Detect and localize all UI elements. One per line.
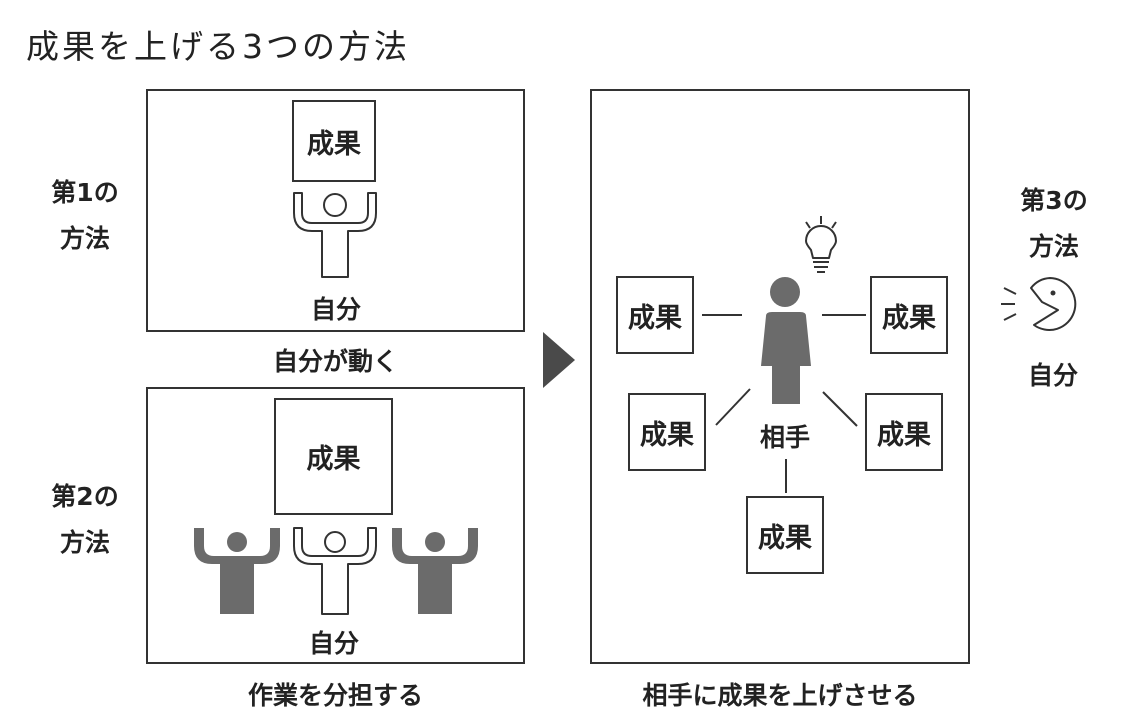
method1-person-label: 自分: [310, 295, 361, 324]
page-title: 成果を上げる3つの方法: [26, 27, 410, 66]
method2-self-figure: [293, 527, 377, 615]
method3-result-box-bottom: 成果: [746, 496, 824, 574]
method1-self-figure: [293, 192, 377, 278]
arrow-right-icon: [543, 332, 575, 388]
partner-figure: [761, 277, 811, 404]
method3-result-box-right-bottom: 成果: [865, 393, 943, 471]
method2-label: 第2の 方法: [40, 474, 130, 566]
method3-result-box-left-top: 成果: [616, 276, 694, 354]
lightbulb-icon: [805, 216, 837, 273]
method3-label: 第3の 方法: [1004, 178, 1104, 270]
method1-label-line1: 第1の: [51, 178, 119, 207]
method3-connector-lines: [702, 314, 866, 493]
method1-caption: 自分が動く: [272, 347, 398, 376]
method2-person-label: 自分: [308, 629, 359, 658]
partner-label: 相手: [759, 423, 810, 452]
method3-label-line2: 方法: [1028, 232, 1079, 261]
method3-label-line1: 第3の: [1020, 186, 1088, 215]
method1-result-box: 成果: [292, 100, 376, 182]
method3-self-label: 自分: [1027, 361, 1078, 390]
speaking-face-icon: [1001, 277, 1077, 331]
method3-result-box-right-top: 成果: [870, 276, 948, 354]
method2-caption: 作業を分担する: [247, 681, 423, 710]
method2-label-line1: 第2の: [51, 482, 119, 511]
method2-label-line2: 方法: [59, 528, 110, 557]
method3-caption: 相手に成果を上げさせる: [642, 681, 918, 710]
method1-label-line2: 方法: [59, 224, 110, 253]
method3-result-box-left-bottom: 成果: [628, 393, 706, 471]
method1-label: 第1の 方法: [40, 170, 130, 262]
method2-result-box: 成果: [274, 398, 393, 515]
method2-helper-figure-right: [392, 528, 478, 614]
method2-helper-figure-left: [194, 528, 280, 614]
